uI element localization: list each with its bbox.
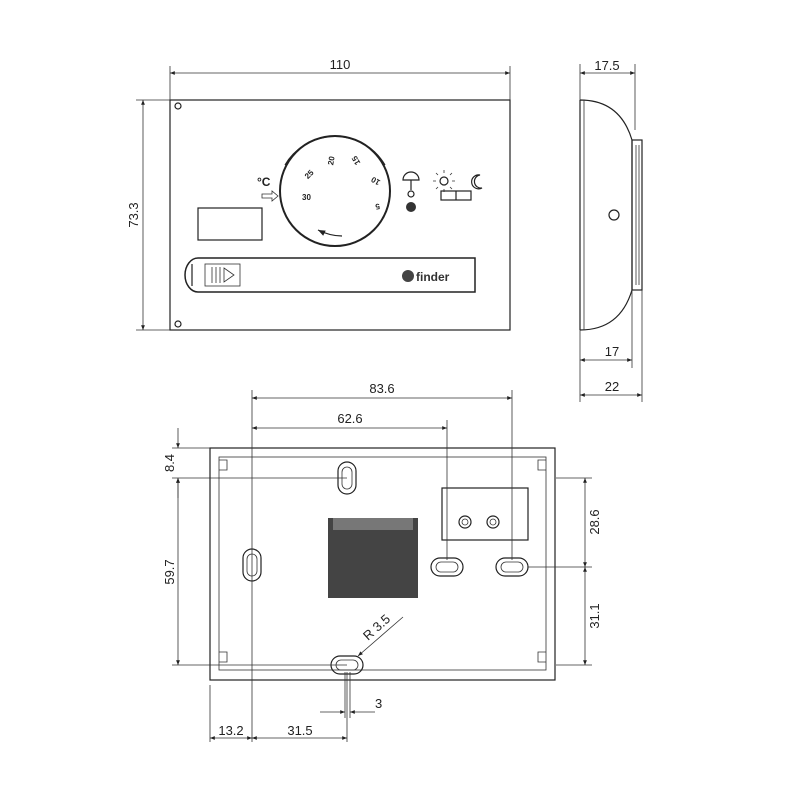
wire-opening bbox=[328, 518, 418, 598]
top-depth-dim: 17.5 bbox=[594, 58, 619, 73]
celsius-label: °C bbox=[257, 175, 271, 189]
front-housing bbox=[169, 99, 511, 331]
radius-dim: R 3.5 bbox=[360, 611, 393, 643]
front-cover-bar[interactable] bbox=[184, 257, 476, 293]
mounting-slot bbox=[430, 557, 464, 577]
corner-notch bbox=[174, 320, 182, 328]
mounting-slot bbox=[495, 557, 529, 577]
width-dim: 110 bbox=[330, 57, 351, 72]
dial-label: 30 bbox=[302, 193, 311, 202]
total-depth-dim: 22 bbox=[605, 379, 619, 394]
dial-label: 15 bbox=[350, 154, 363, 167]
slot-width-dim: 3 bbox=[375, 696, 382, 711]
hole-span-dim: 83.6 bbox=[369, 381, 394, 396]
front-view: 110 73.3 30 25 20 15 10 5 °C bbox=[126, 57, 511, 331]
right-upper-dim: 28.6 bbox=[587, 509, 602, 534]
hole-span2-dim: 62.6 bbox=[337, 411, 362, 426]
corner-notch bbox=[174, 102, 182, 110]
terminal-block bbox=[441, 487, 529, 541]
side-profile bbox=[579, 99, 633, 331]
depth-dim: 17 bbox=[605, 344, 619, 359]
pointer-arrow-icon bbox=[261, 190, 279, 202]
day-night-switch[interactable] bbox=[440, 190, 472, 201]
finder-logo-mark bbox=[402, 270, 414, 282]
slot-offset-dim: 31.5 bbox=[287, 723, 312, 738]
temperature-dial[interactable]: 30 25 20 15 10 5 bbox=[279, 135, 391, 247]
dial-label: 25 bbox=[303, 168, 316, 181]
display-window bbox=[197, 207, 263, 241]
dial-label: 10 bbox=[369, 174, 382, 187]
right-lower-dim: 31.1 bbox=[587, 603, 602, 628]
side-view: 17.5 17 22 bbox=[579, 58, 643, 402]
vertical-span-dim: 59.7 bbox=[162, 559, 177, 584]
back-view: 83.6 62.6 8.4 59.7 28.6 31.1 R 3.5 3 13.… bbox=[162, 381, 602, 742]
moon-icon bbox=[471, 174, 483, 190]
dial-label: 20 bbox=[326, 155, 337, 166]
sun-icon bbox=[433, 170, 455, 192]
brand-logo: finder bbox=[416, 270, 450, 284]
dial-label: 5 bbox=[374, 202, 380, 212]
back-plate bbox=[209, 447, 556, 681]
height-dim: 73.3 bbox=[126, 202, 141, 227]
rotation-arrow-icon bbox=[317, 229, 343, 237]
left-offset-dim: 13.2 bbox=[218, 723, 243, 738]
top-offset-dim: 8.4 bbox=[162, 454, 177, 472]
slide-arrow-icon bbox=[204, 263, 241, 287]
antifreeze-icon bbox=[402, 171, 420, 212]
